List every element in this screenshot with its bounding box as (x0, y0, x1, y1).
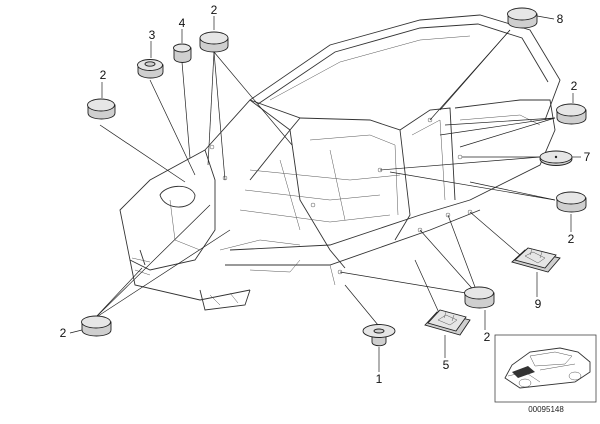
grommet-plug-icon (137, 59, 164, 79)
boot-part-icon (424, 309, 471, 336)
callout-2-right-mid: 2 (568, 232, 575, 246)
callout-3: 3 (149, 28, 156, 42)
grommet-plug-icon (556, 103, 587, 125)
car-silhouette-icon (504, 347, 591, 389)
grommet-plug-icon (556, 191, 587, 213)
callout-labels: 2 3 4 8 2 2 7 2 9 2 2 1 5 (60, 3, 591, 386)
boot-part-icon (511, 247, 561, 273)
grommet-plug-icon (539, 150, 573, 166)
grommet-plug-icon (199, 31, 229, 53)
callout-2-bottom-mid: 2 (484, 330, 491, 344)
callout-9: 9 (535, 297, 542, 311)
grommet-plug-icon (173, 43, 192, 63)
callout-7: 7 (584, 150, 591, 164)
callout-2-right-top: 2 (571, 79, 578, 93)
leader-lines (94, 29, 556, 326)
grommet-plug-icon (464, 286, 495, 309)
callout-8: 8 (557, 12, 564, 26)
grommet-plug-icon (362, 324, 396, 347)
parts (81, 7, 587, 347)
car-inset: 00095148 (494, 334, 597, 414)
callout-2-bottom-left: 2 (60, 326, 67, 340)
document-number: 00095148 (528, 405, 564, 414)
grommet-plug-icon (81, 315, 112, 337)
callout-2-top: 2 (211, 3, 218, 17)
callout-2-left: 2 (100, 68, 107, 82)
callout-5: 5 (443, 358, 450, 372)
body-shell-icon (119, 14, 561, 311)
grommet-plug-icon (87, 98, 116, 120)
callout-1: 1 (376, 372, 383, 386)
grommet-plug-icon (507, 7, 538, 29)
callout-4: 4 (179, 16, 186, 30)
